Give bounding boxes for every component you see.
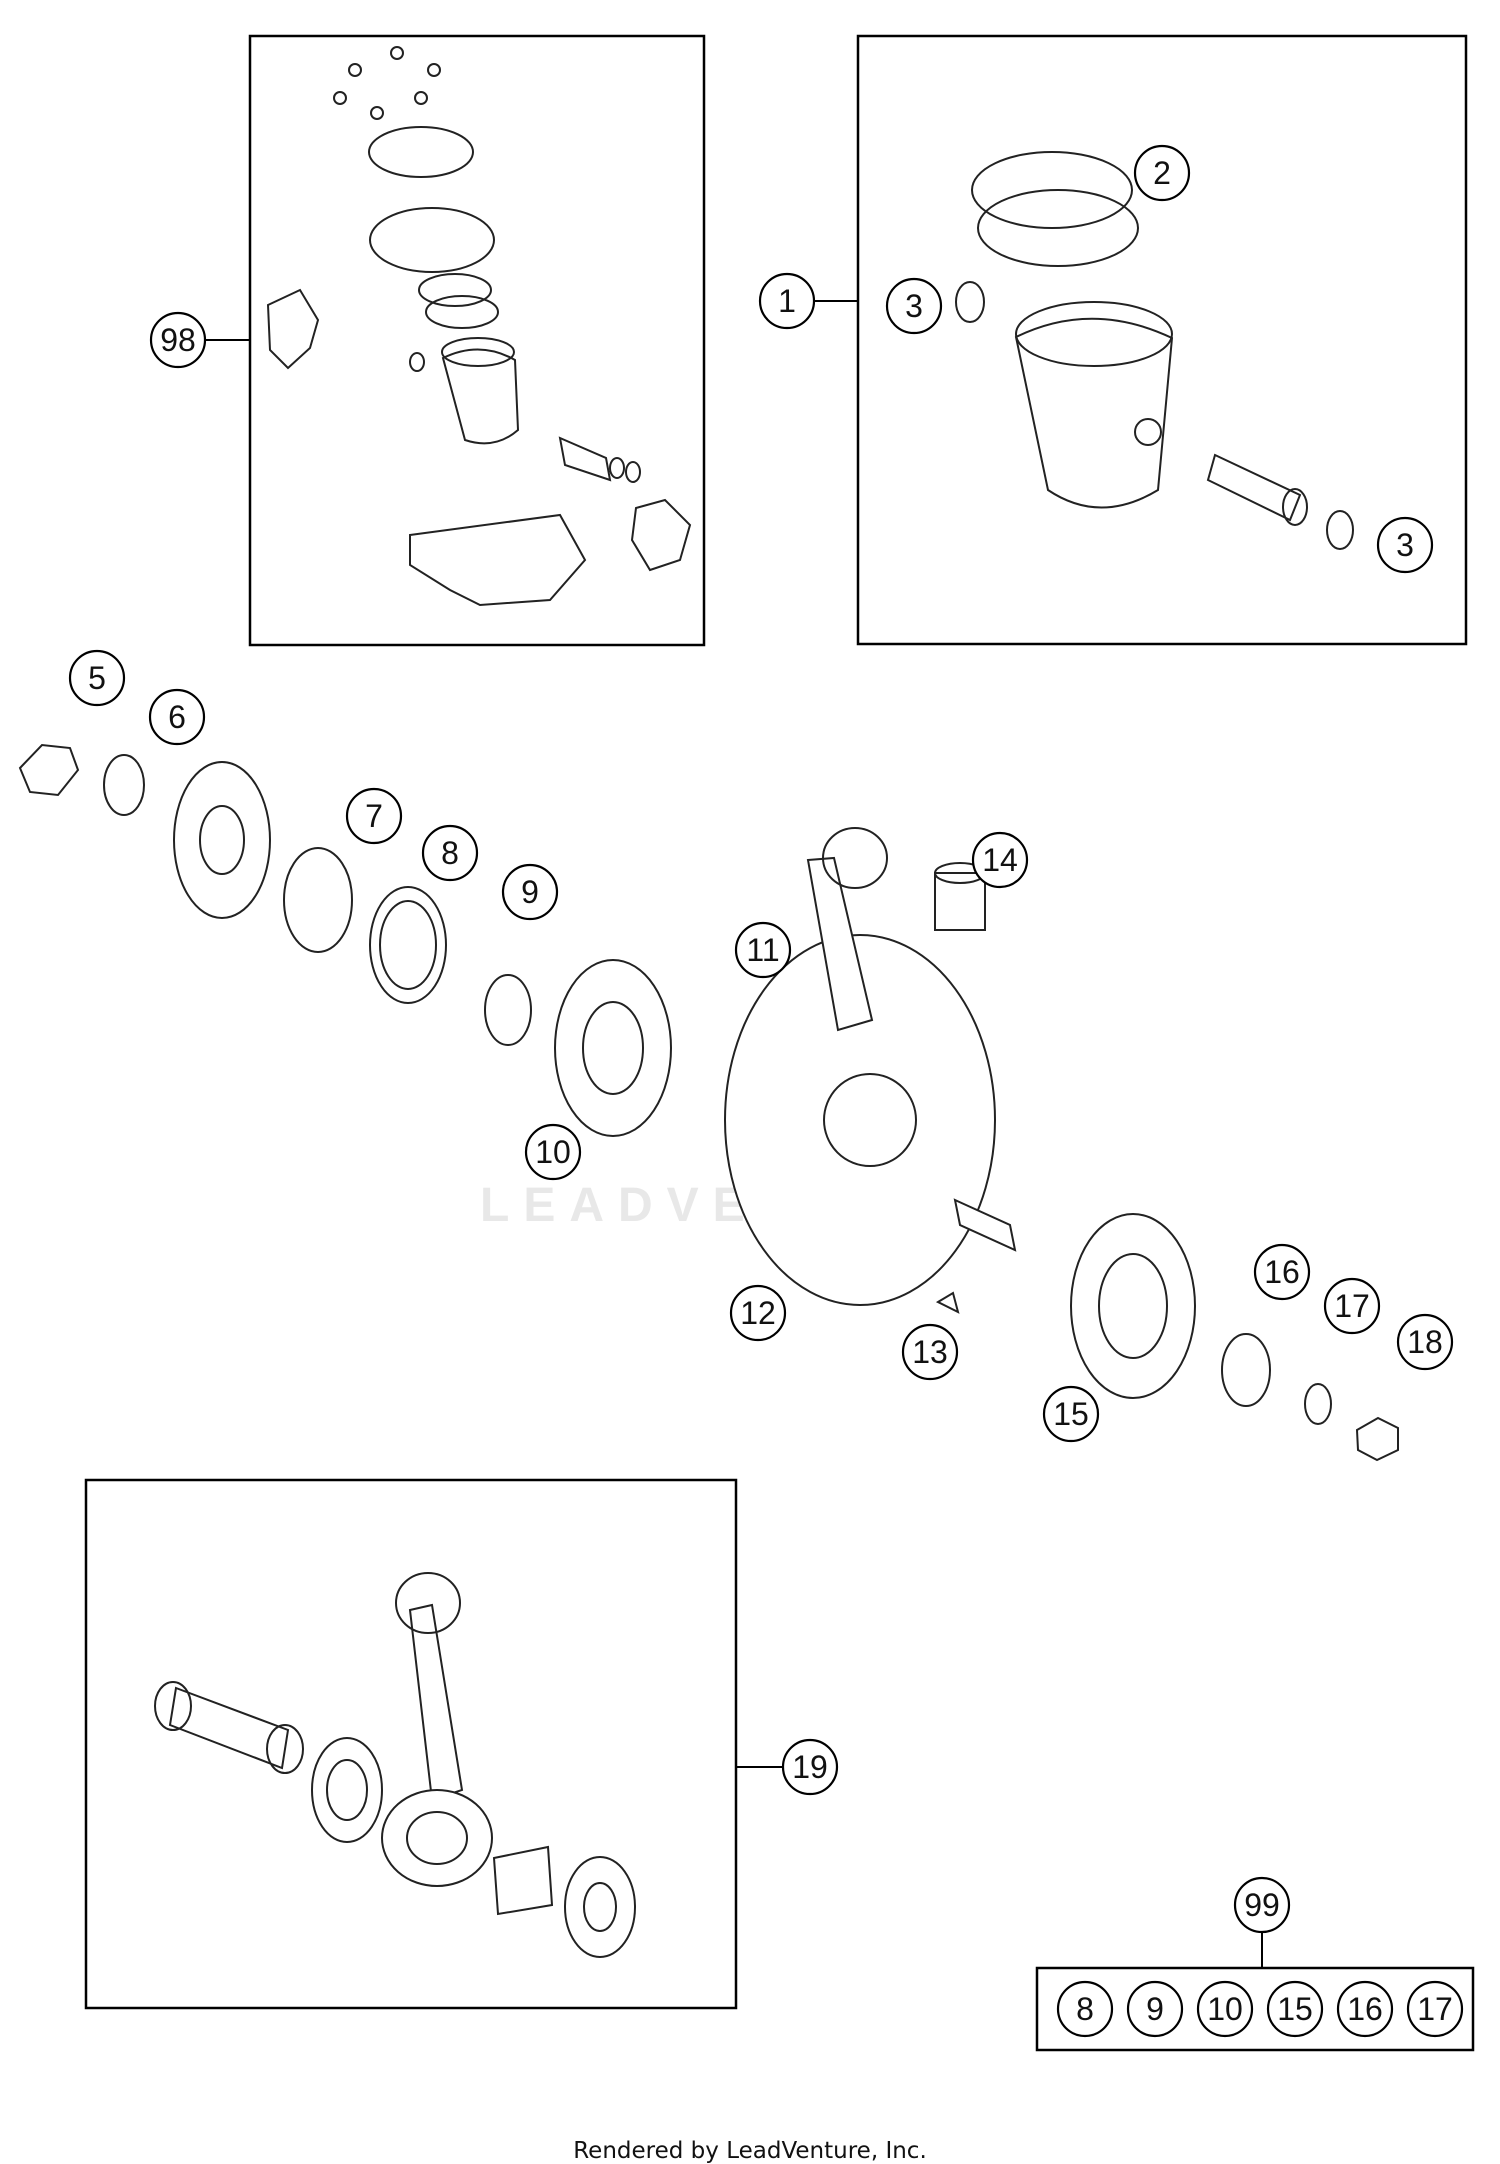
callout-5-label: 5	[88, 660, 106, 696]
callout-19-label: 19	[792, 1749, 828, 1785]
kit-99-item-label: 16	[1347, 1991, 1383, 2027]
footer-text: Rendered by LeadVenture, Inc.	[573, 2138, 927, 2164]
callout-3b-label: 3	[1396, 527, 1414, 563]
callout-10[interactable]	[524, 1123, 582, 1181]
callout-18[interactable]	[1396, 1313, 1454, 1371]
callout-18-label: 18	[1407, 1324, 1443, 1360]
callout-3b[interactable]	[1376, 516, 1434, 574]
callout-12[interactable]	[729, 1284, 787, 1342]
kit-98-box	[248, 34, 706, 647]
kit-99-items: 8 9 10 15 16 17	[1056, 1980, 1464, 2038]
callout-2[interactable]	[1133, 144, 1191, 202]
callout-3a-label: 3	[905, 288, 923, 324]
crank-parts	[18, 743, 1399, 1462]
gasket-kit-parts	[266, 46, 692, 607]
callout-10-label: 10	[535, 1134, 571, 1170]
callout-13[interactable]	[901, 1323, 959, 1381]
kit-99-item-8[interactable]	[1056, 1980, 1114, 2038]
kit-99-item-16[interactable]	[1336, 1980, 1394, 2038]
kit-1-box	[856, 34, 1468, 646]
conrod-kit-parts	[154, 1572, 636, 1958]
callout-15[interactable]	[1042, 1385, 1100, 1443]
callout-5[interactable]	[68, 649, 126, 707]
callout-7-label: 7	[365, 798, 383, 834]
callout-3a[interactable]	[885, 277, 943, 335]
callout-9[interactable]	[501, 863, 559, 921]
piston-parts	[955, 151, 1354, 550]
kit-99-item-label: 17	[1417, 1991, 1453, 2027]
callout-99-label: 99	[1244, 1887, 1280, 1923]
callout-16-label: 16	[1264, 1254, 1300, 1290]
callout-14[interactable]	[971, 831, 1029, 889]
callout-6[interactable]	[148, 688, 206, 746]
callout-19[interactable]	[781, 1738, 839, 1796]
callout-8[interactable]	[421, 824, 479, 882]
callout-13-label: 13	[912, 1334, 948, 1370]
callout-15-label: 15	[1053, 1396, 1089, 1432]
kit-99-item-label: 8	[1076, 1991, 1094, 2027]
callout-11-label: 11	[746, 932, 779, 968]
callout-8-label: 8	[441, 835, 459, 871]
callout-9-label: 9	[521, 874, 539, 910]
callout-17[interactable]	[1323, 1277, 1381, 1335]
kit-19-box	[84, 1478, 738, 2010]
callout-1[interactable]	[758, 272, 816, 330]
kit-99-item-17[interactable]	[1406, 1980, 1464, 2038]
kit-99-item-10[interactable]	[1196, 1980, 1254, 2038]
callout-16[interactable]	[1253, 1243, 1311, 1301]
callout-11[interactable]	[734, 921, 792, 979]
callout-12-label: 12	[740, 1295, 776, 1331]
callout-17-label: 17	[1334, 1288, 1370, 1324]
callout-2-label: 2	[1153, 155, 1171, 191]
kit-99-item-label: 15	[1277, 1991, 1313, 2027]
callout-14-label: 14	[982, 842, 1018, 878]
kit-99-item-9[interactable]	[1126, 1980, 1184, 2038]
callout-98[interactable]	[149, 311, 207, 369]
callout-1-label: 1	[778, 283, 796, 319]
callout-98-label: 98	[160, 322, 196, 358]
kit-99-box	[1035, 1966, 1475, 2052]
kit-99-item-label: 10	[1207, 1991, 1243, 2027]
kit-99-item-15[interactable]	[1266, 1980, 1324, 2038]
kit-99-item-label: 9	[1146, 1991, 1164, 2027]
callout-7[interactable]	[345, 787, 403, 845]
callout-6-label: 6	[168, 699, 186, 735]
